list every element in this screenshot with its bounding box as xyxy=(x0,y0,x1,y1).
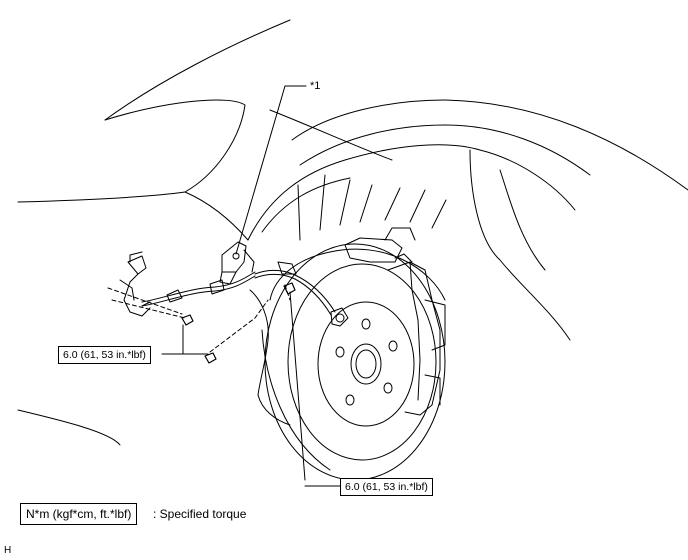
vehicle-body-outline xyxy=(17,19,688,446)
brake-caliper xyxy=(387,253,446,416)
legend-description: : Specified torque xyxy=(153,507,247,521)
harness-bracket xyxy=(219,241,255,285)
wheel-hub xyxy=(317,301,415,427)
leader-lines xyxy=(161,85,341,487)
torque-callout-left: 6.0 (61, 53 in.*lbf) xyxy=(58,346,151,364)
corner-code: H xyxy=(4,545,12,556)
torque-callout-bottom: 6.0 (61, 53 in.*lbf) xyxy=(340,478,433,496)
sensor-harness xyxy=(141,261,336,316)
brake-disc xyxy=(261,243,446,481)
legend-unit-box: N*m (kgf*cm, ft.*lbf) xyxy=(20,503,138,525)
wheel-housing xyxy=(247,144,576,341)
mounting-bolts xyxy=(181,282,296,364)
part-marker-label: *1 xyxy=(310,80,321,92)
harness-connector xyxy=(119,251,151,317)
speed-sensor-head xyxy=(330,307,349,327)
steering-knuckle xyxy=(249,227,416,426)
